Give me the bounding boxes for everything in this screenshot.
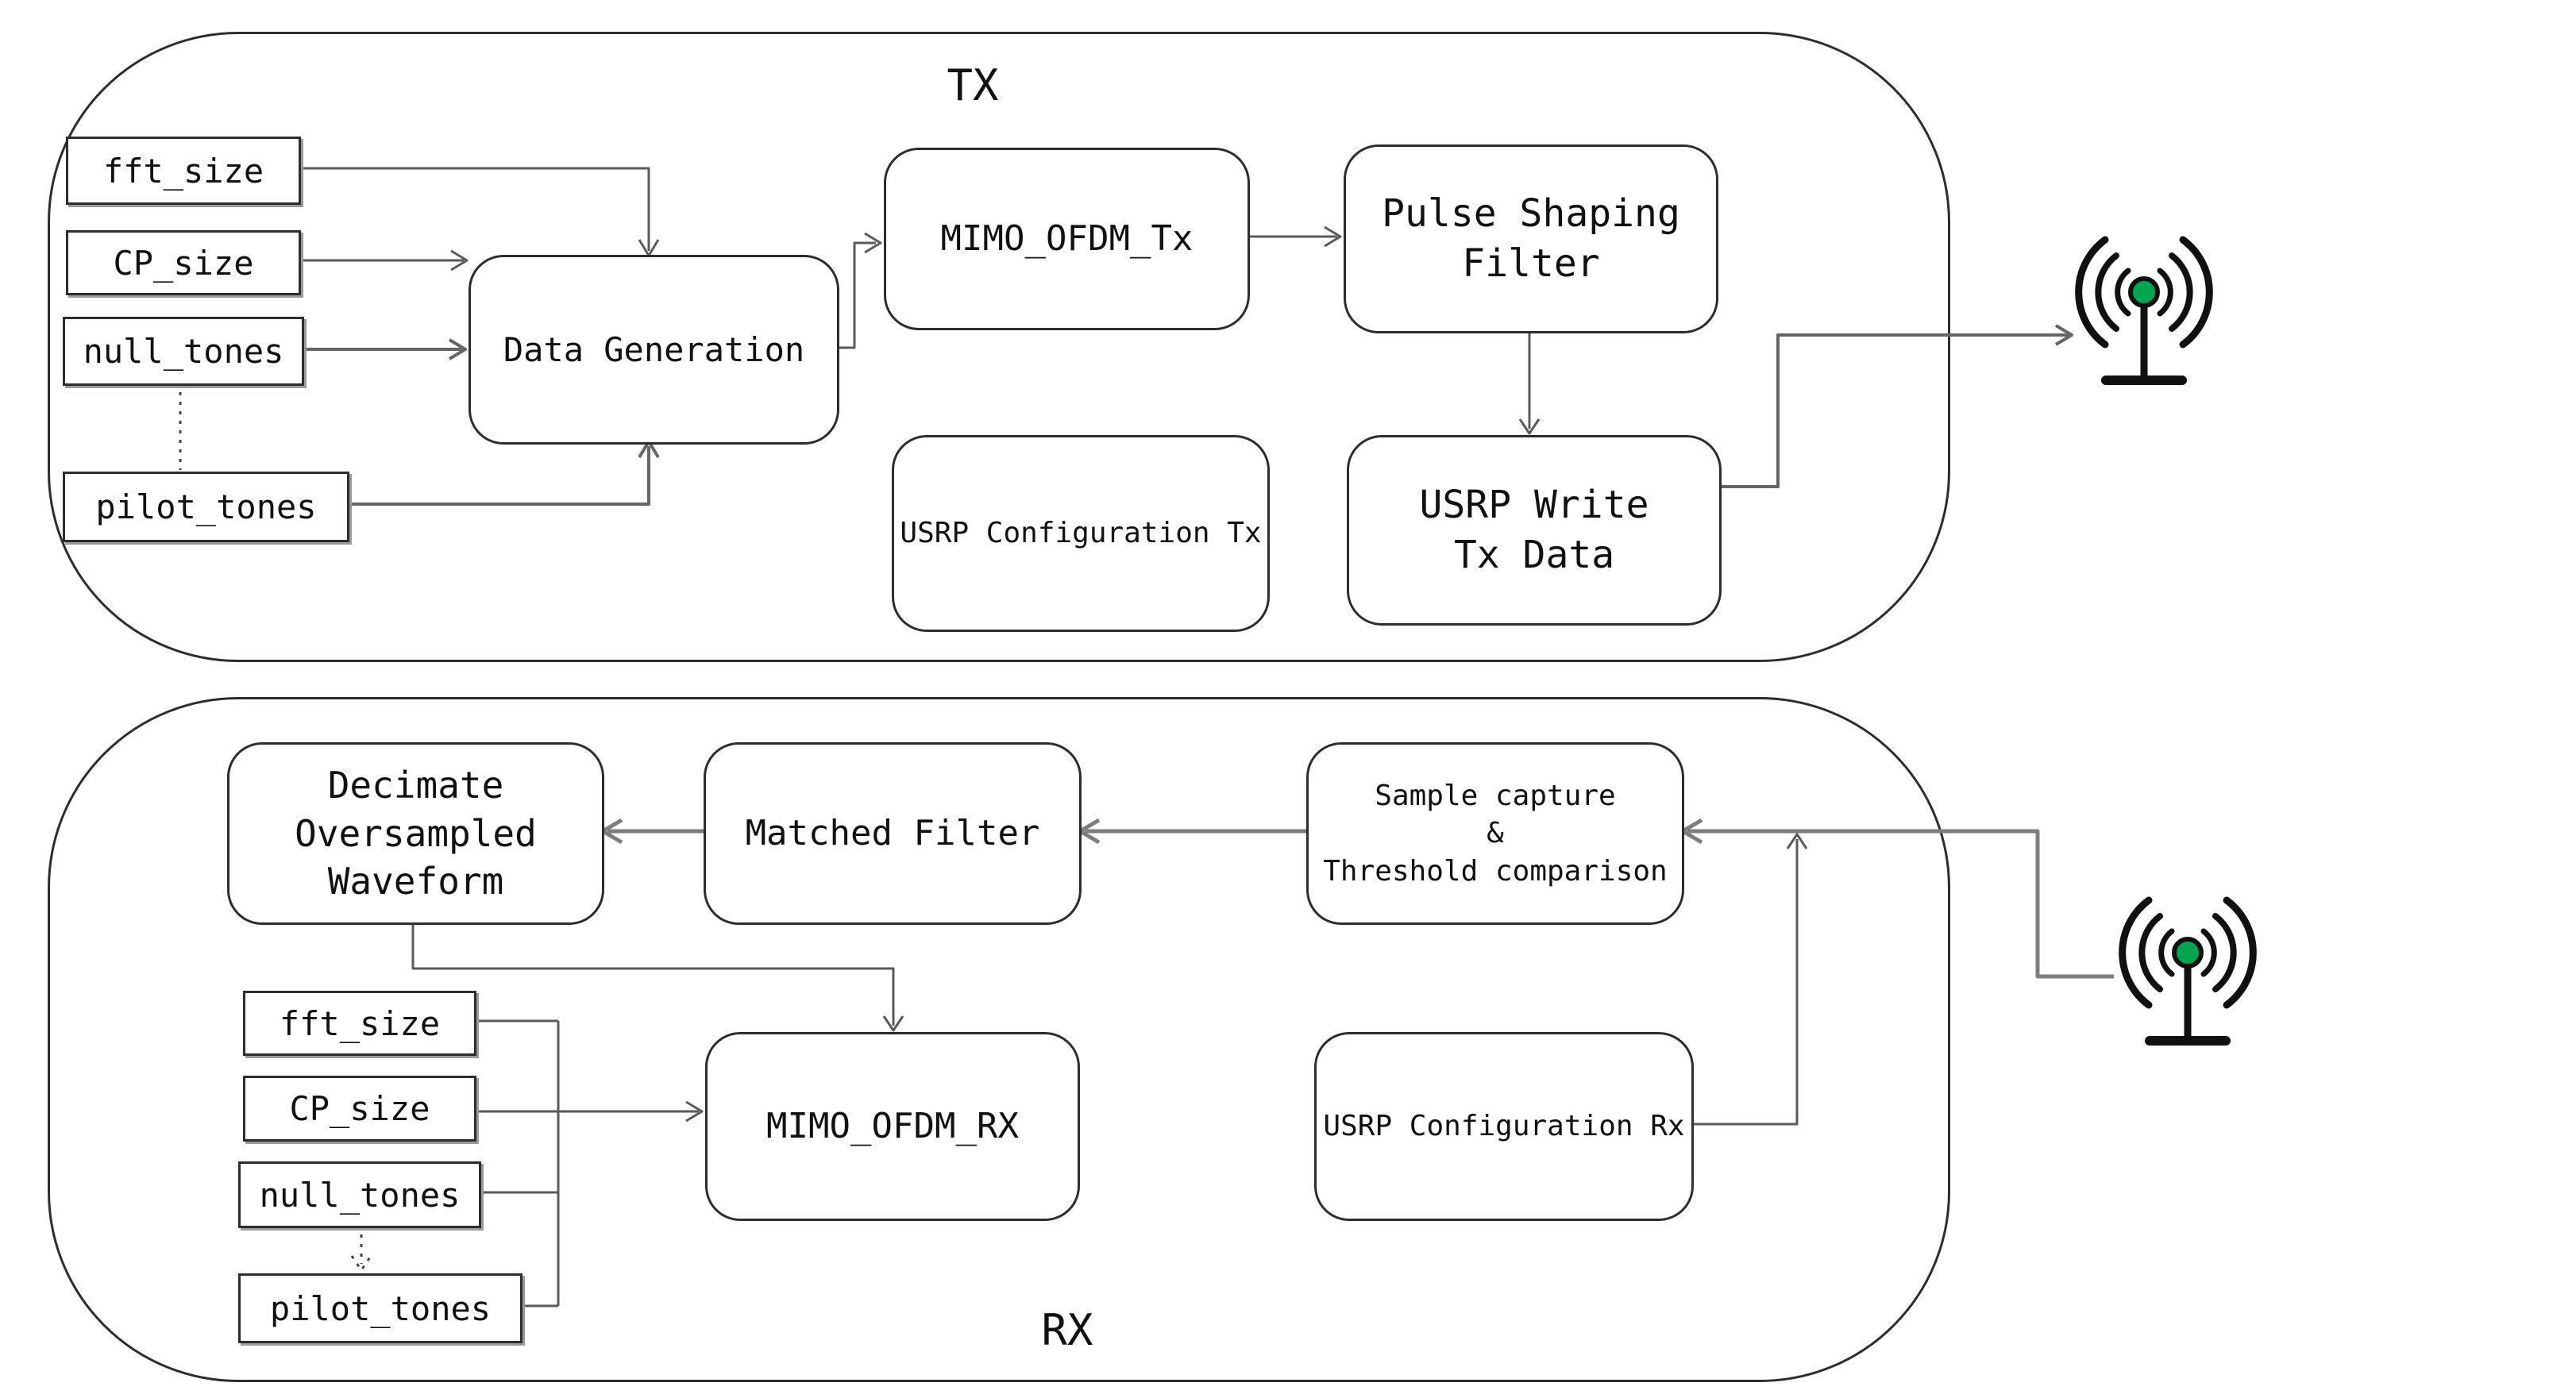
- connector-matched-to-decimate: [600, 818, 704, 845]
- usrp-configuration-tx-label: USRP Configuration Tx: [900, 517, 1262, 550]
- tx-block-usrp-configuration-tx: USRP Configuration Tx: [892, 435, 1270, 632]
- rx-block-matched-filter: Matched Filter: [704, 742, 1082, 925]
- tx-block-data-generation: Data Generation: [469, 255, 839, 445]
- rx-block-mimo-ofdm-rx: MIMO_OFDM_RX: [705, 1032, 1080, 1221]
- rx-param-cp-size: CP_size: [243, 1076, 476, 1142]
- decimate-line3: Waveform: [327, 860, 504, 903]
- pulse-shaping-line2: Filter: [1462, 241, 1600, 286]
- rx-param-null-tones: null_tones: [238, 1161, 481, 1228]
- tx-antenna-dot: [2128, 276, 2160, 308]
- connector-rx-param-bus: [472, 1019, 560, 1307]
- rx-block-sample-capture-threshold: Sample capture & Threshold comparison: [1306, 742, 1684, 925]
- sample-capture-line2: &: [1487, 817, 1504, 850]
- connector-fft-to-datagen: [295, 167, 660, 257]
- tx-param-pilot-tones: pilot_tones: [63, 472, 349, 542]
- rx-param-fft-size: fft_size: [243, 991, 476, 1056]
- connector-cp-to-datagen: [295, 249, 469, 272]
- connector-null-to-datagen: [299, 338, 467, 360]
- tx-param-null-tones: null_tones: [63, 317, 304, 386]
- tx-block-usrp-write-tx-data: USRP Write Tx Data: [1347, 435, 1722, 626]
- connector-usrp-write-to-antenna: [1717, 324, 2073, 488]
- tx-section-boundary: [48, 32, 1950, 662]
- tx-block-data-generation-label: Data Generation: [503, 329, 805, 369]
- connector-decimate-to-mimo-rx: [411, 920, 904, 1032]
- tx-param-cp-size: CP_size: [66, 230, 301, 295]
- rx-block-decimate-oversampled-waveform: Decimate Oversampled Waveform: [227, 742, 604, 925]
- tx-block-pulse-shaping-filter: Pulse Shaping Filter: [1344, 144, 1718, 333]
- connector-rx-params-to-mimo-rx: [472, 1100, 704, 1123]
- rx-antenna-icon: [2119, 896, 2257, 1046]
- tx-section-label: TX: [947, 60, 999, 110]
- tx-param-fft-size: fft_size: [66, 137, 301, 205]
- tx-block-mimo-ofdm-tx: MIMO_OFDM_Tx: [884, 148, 1250, 330]
- connector-usrp-config-rx-to-line: [1689, 833, 1808, 1126]
- connector-pulse-to-usrp-write: [1518, 329, 1541, 435]
- rx-block-mimo-ofdm-rx-label: MIMO_OFDM_RX: [766, 1105, 1019, 1146]
- rx-param-pilot-tones: pilot_tones: [238, 1273, 523, 1343]
- pulse-shaping-line1: Pulse Shaping: [1382, 191, 1680, 236]
- connector-mimo-tx-to-pulse: [1245, 225, 1342, 248]
- rx-antenna-dot: [2172, 937, 2204, 969]
- connector-datagen-to-mimo-tx: [835, 232, 882, 349]
- usrp-write-line1: USRP Write: [1419, 482, 1649, 527]
- rx-section-label: RX: [1041, 1305, 1093, 1355]
- tx-block-mimo-ofdm-tx-label: MIMO_OFDM_Tx: [940, 218, 1194, 259]
- rx-block-usrp-configuration-rx: USRP Configuration Rx: [1314, 1032, 1694, 1221]
- sample-capture-line3: Threshold comparison: [1323, 854, 1668, 888]
- decimate-line2: Oversampled: [295, 811, 537, 855]
- connector-rx-null-pilot-dotted-arrow: [350, 1225, 372, 1273]
- tx-antenna-icon: [2075, 236, 2213, 385]
- usrp-configuration-rx-label: USRP Configuration Rx: [1323, 1110, 1685, 1143]
- usrp-write-line2: Tx Data: [1453, 533, 1615, 577]
- rx-section-boundary: [48, 697, 1950, 1382]
- decimate-line1: Decimate: [327, 763, 504, 807]
- connector-sample-to-matched: [1078, 818, 1306, 845]
- matched-filter-label: Matched Filter: [745, 812, 1040, 853]
- connector-pilot-to-datagen: [345, 440, 660, 506]
- connector-antenna-to-sample: [1680, 818, 2114, 979]
- sample-capture-line1: Sample capture: [1375, 779, 1616, 812]
